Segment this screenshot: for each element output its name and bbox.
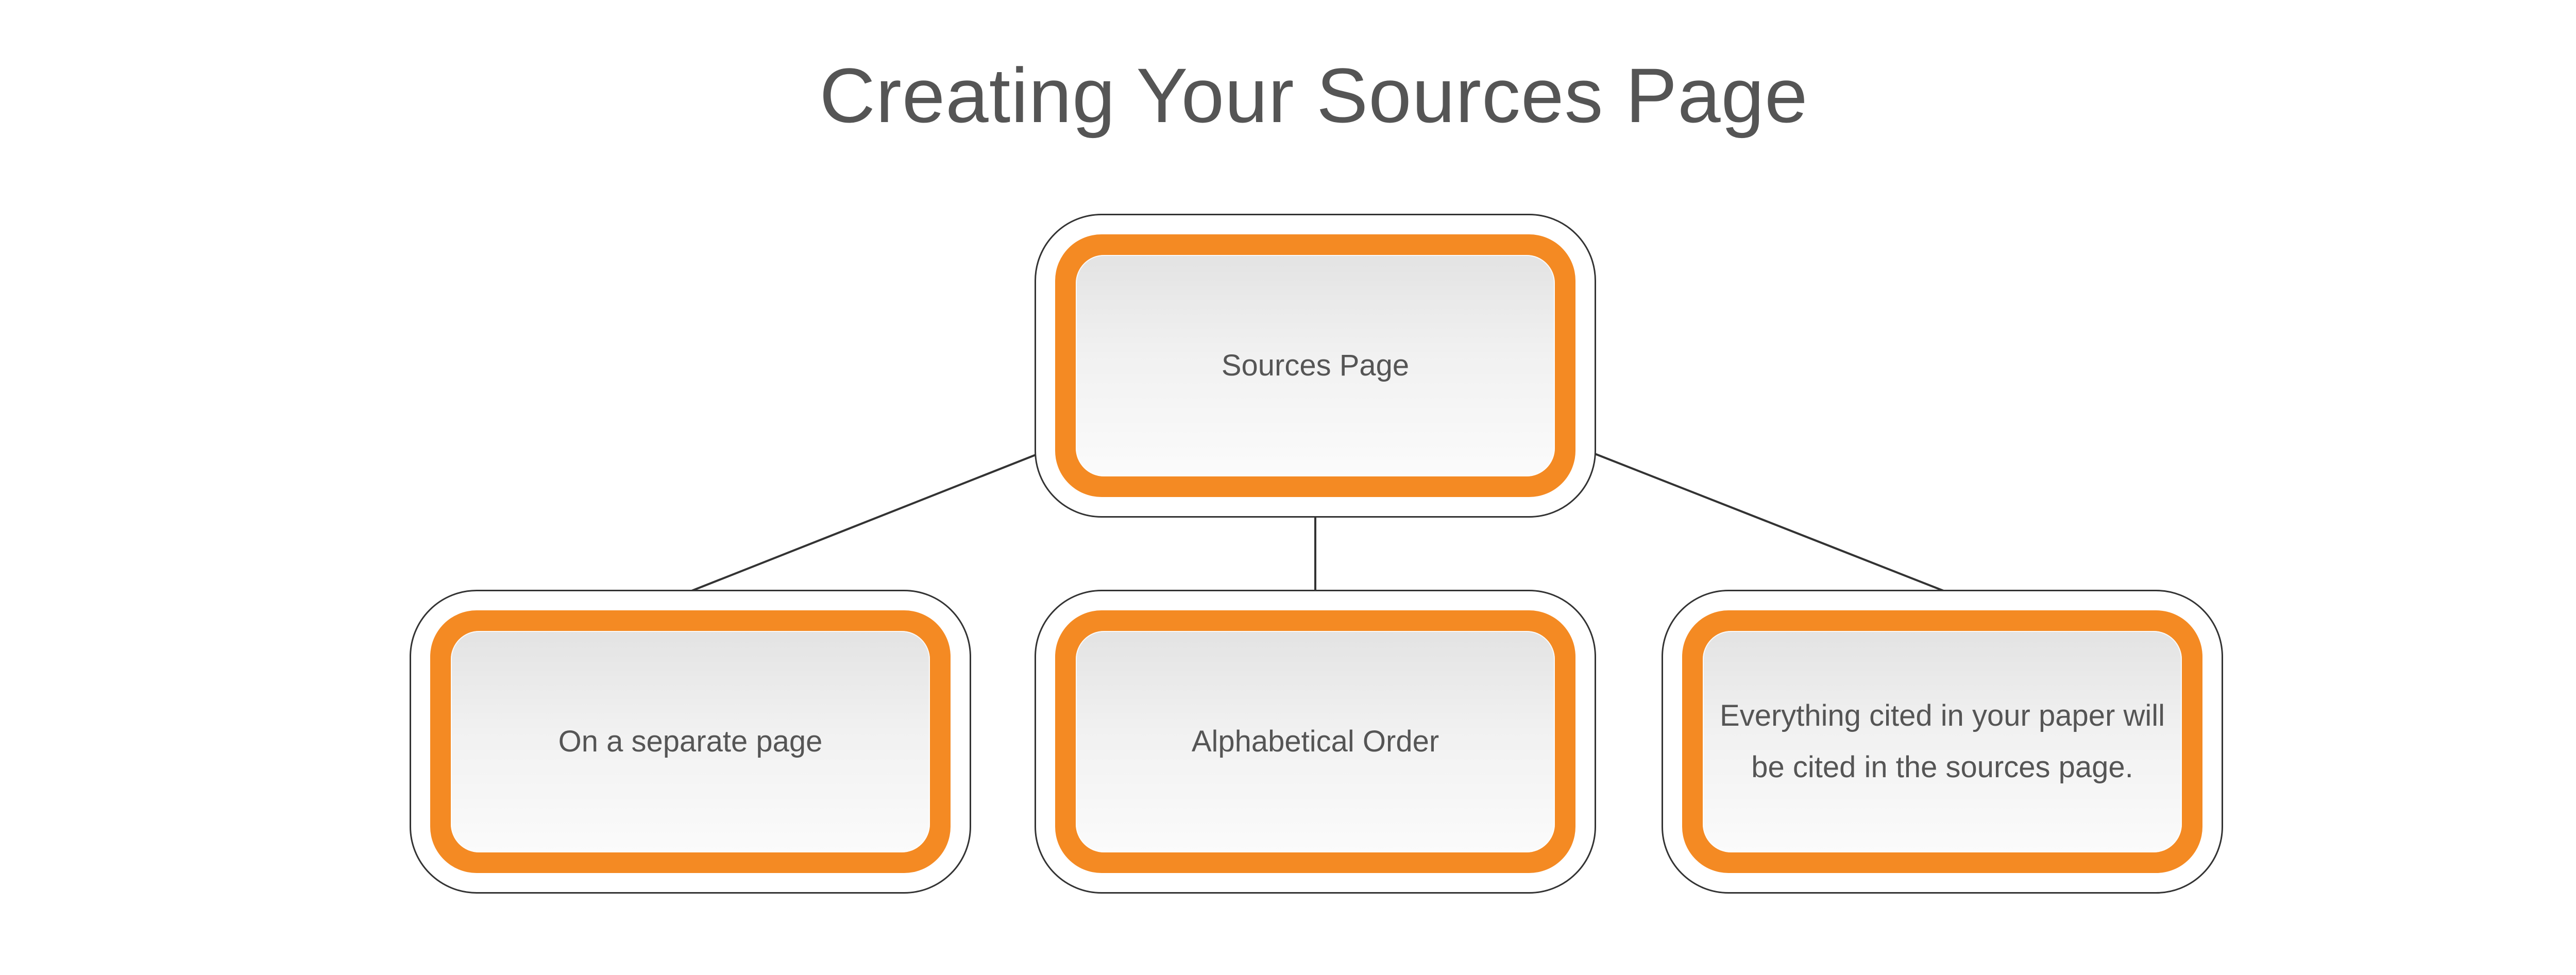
child-node-1-label: On a separate page: [558, 725, 823, 758]
root-node: Sources Page: [1035, 214, 1596, 518]
child-node-3-label: Everything cited in your paper will be c…: [1720, 699, 2165, 784]
child-node-2-card: Alphabetical Order: [1076, 631, 1555, 852]
root-node-ring: Sources Page: [1055, 234, 1575, 497]
child-node-2-ring: Alphabetical Order: [1055, 610, 1575, 873]
root-node-card: Sources Page: [1076, 255, 1555, 476]
child-node-1-ring: On a separate page: [430, 610, 951, 873]
child-node-2-label: Alphabetical Order: [1191, 725, 1439, 758]
diagram-title: Creating Your Sources Page: [819, 52, 1808, 139]
child-node-3-card: Everything cited in your paper will be c…: [1703, 631, 2182, 852]
root-node-label: Sources Page: [1221, 349, 1410, 382]
child-node-2: Alphabetical Order: [1035, 590, 1596, 894]
connector-root-to-child-1: [690, 452, 1040, 592]
connector-root-to-child-3: [1593, 452, 1945, 592]
child-node-1-card: On a separate page: [451, 631, 930, 852]
child-node-3: Everything cited in your paper will be c…: [1662, 590, 2223, 894]
child-node-1: On a separate page: [410, 590, 971, 894]
child-node-3-ring: Everything cited in your paper will be c…: [1682, 610, 2202, 873]
